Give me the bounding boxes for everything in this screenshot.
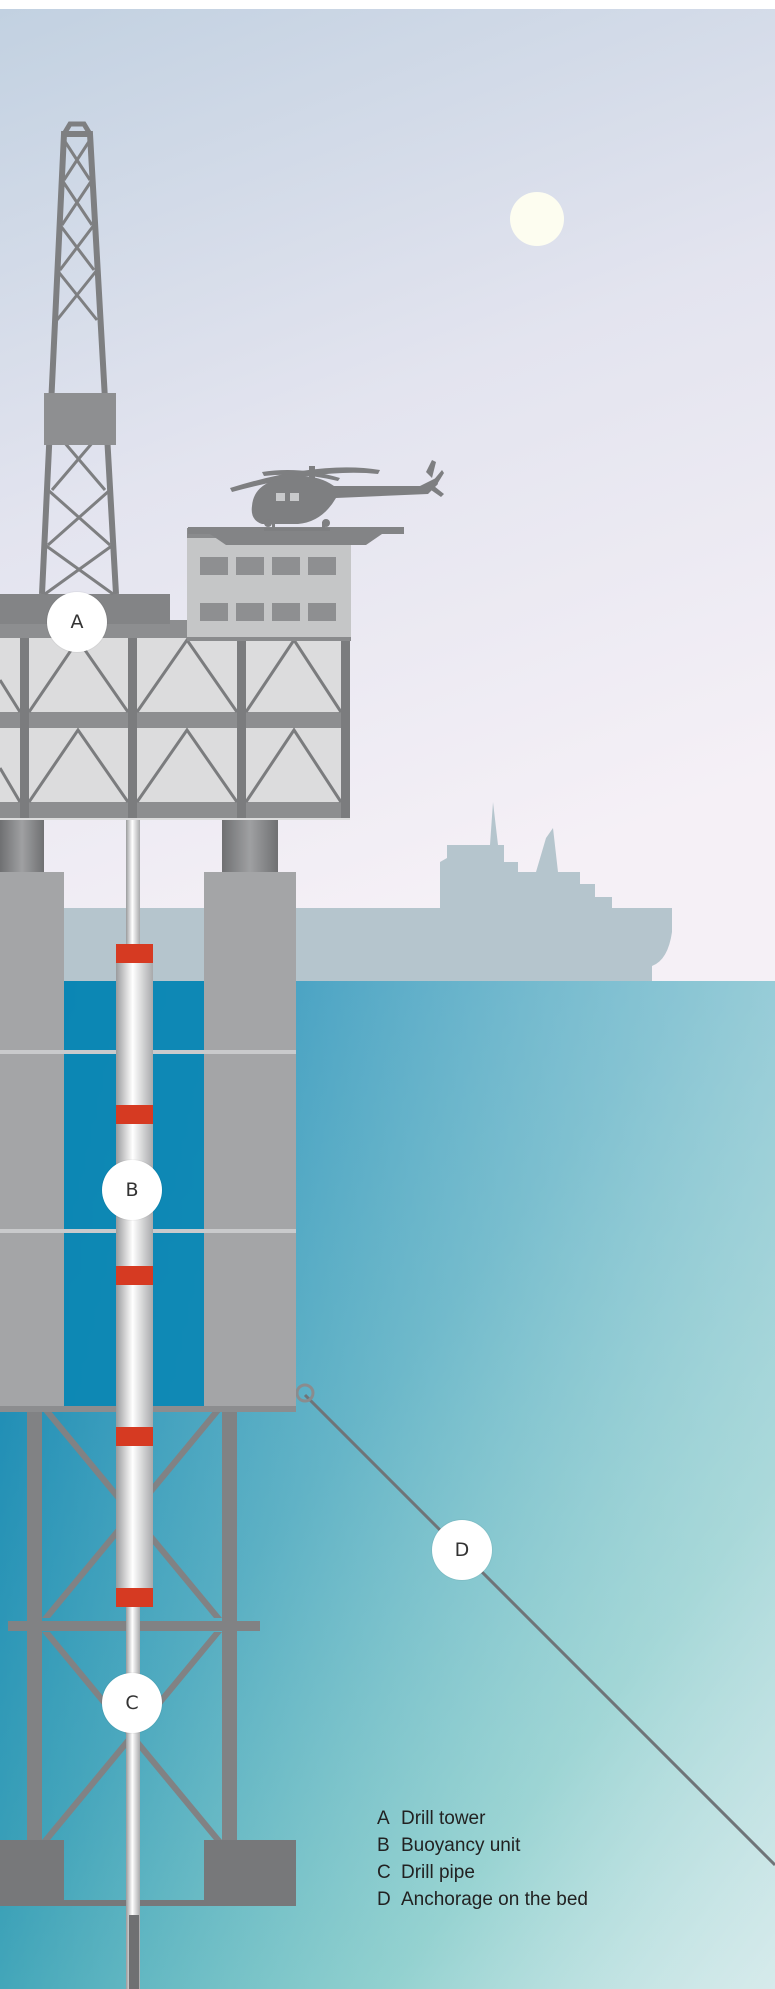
callout-a-label: A: [71, 611, 84, 633]
sun: [510, 192, 564, 246]
legend-label: Drill pipe: [401, 1862, 475, 1883]
drill-pipe-lower: [129, 1915, 139, 1989]
deck-truss: [0, 620, 350, 820]
derrick-housing: [44, 393, 116, 445]
legend-letter: A: [377, 1805, 401, 1832]
callout-c: C: [102, 1673, 162, 1733]
buoyancy-unit: [116, 944, 153, 1607]
callout-d: D: [432, 1520, 492, 1580]
legend-label: Drill tower: [401, 1808, 485, 1829]
top-border: [0, 0, 775, 9]
callout-d-label: D: [455, 1539, 470, 1561]
callout-b: B: [102, 1160, 162, 1220]
legend-letter: C: [377, 1859, 401, 1886]
legend-letter: D: [377, 1886, 401, 1913]
legend-label: Buoyancy unit: [401, 1835, 520, 1856]
helicopter-window: [290, 493, 299, 501]
legend-label: Anchorage on the bed: [401, 1889, 588, 1910]
callout-c-label: C: [125, 1692, 138, 1714]
callout-b-label: B: [125, 1179, 138, 1201]
callout-a: A: [47, 592, 107, 652]
helicopter-window: [276, 493, 285, 501]
legend-letter: B: [377, 1832, 401, 1859]
